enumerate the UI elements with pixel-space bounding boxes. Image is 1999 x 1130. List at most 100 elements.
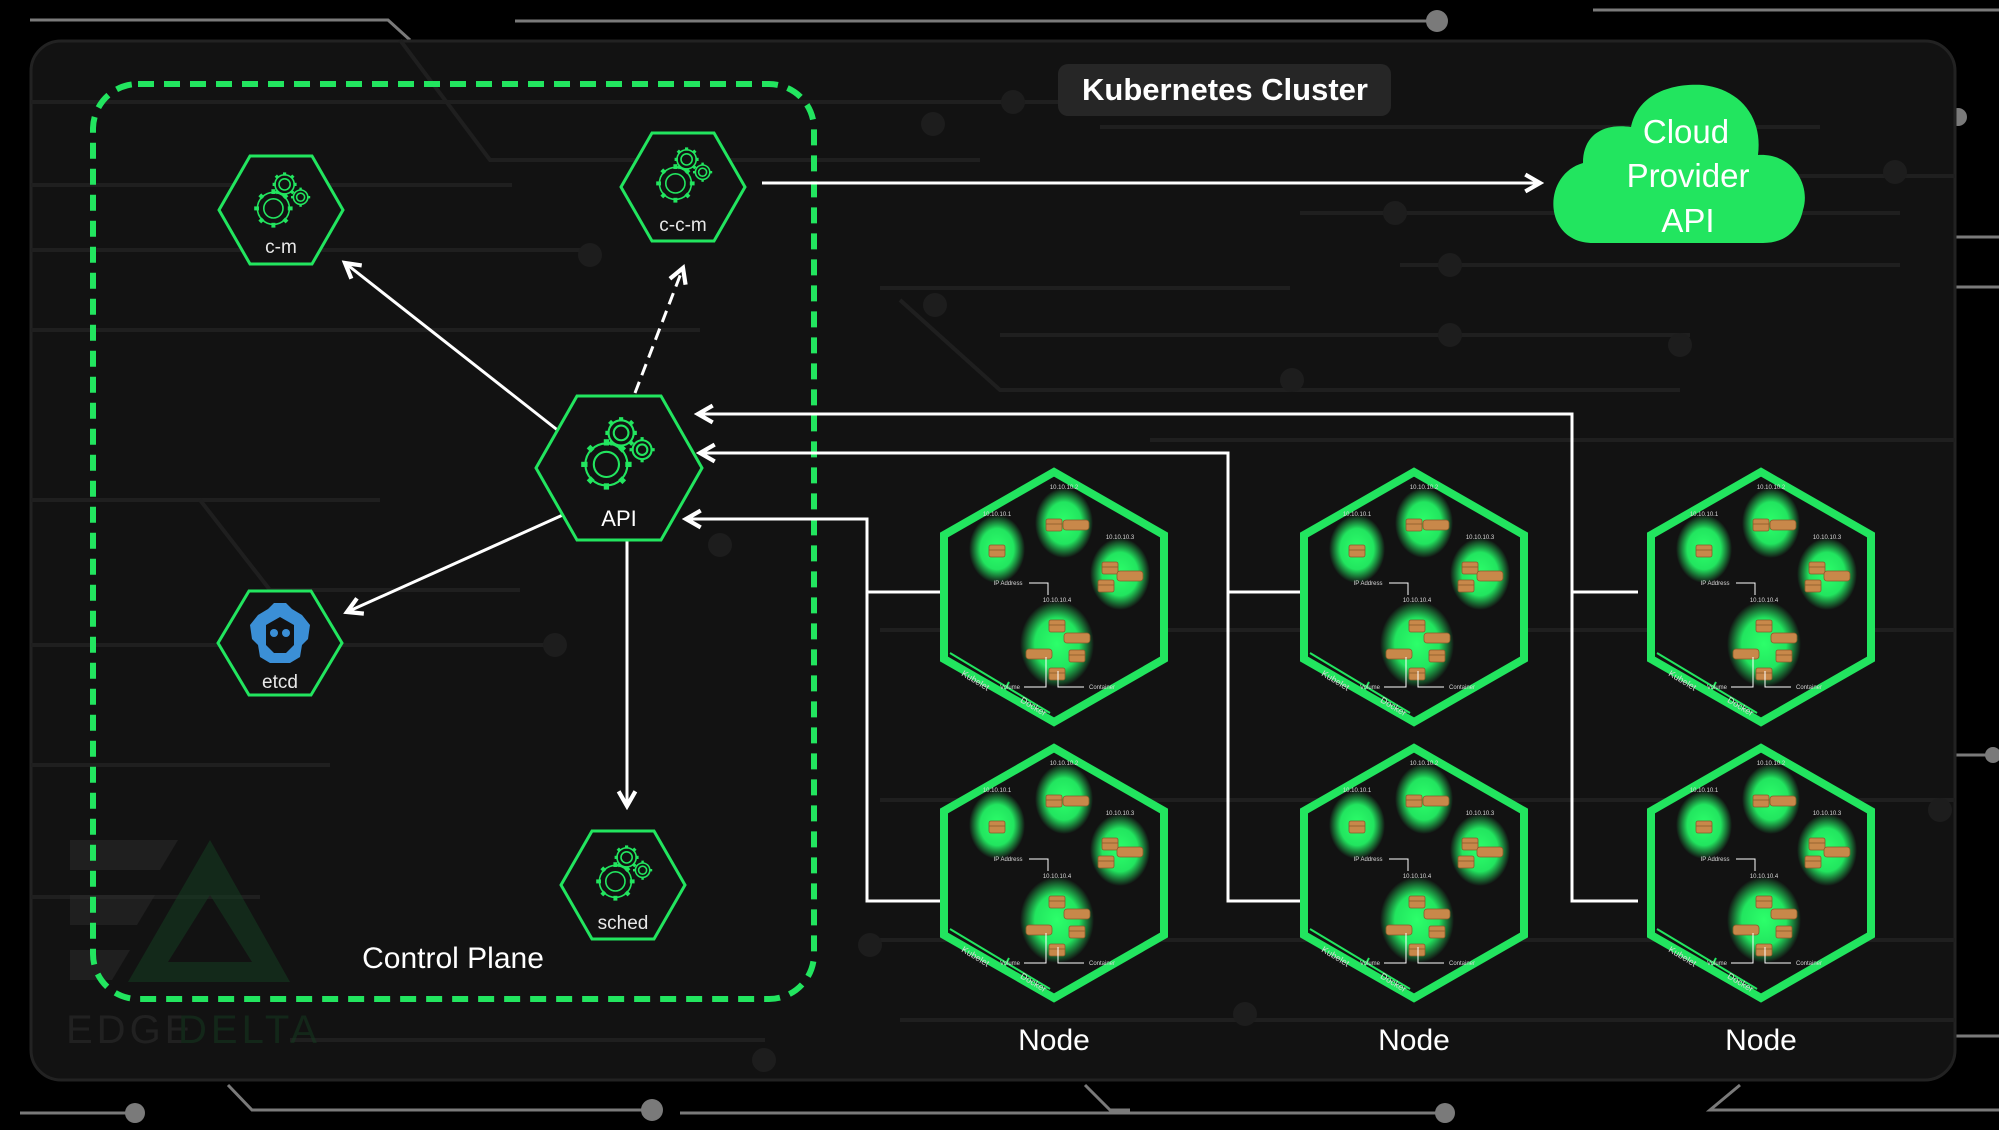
- pod: 10.10.10.3: [1797, 811, 1857, 886]
- container-icon: [1045, 794, 1063, 808]
- pod-ip-label: 10.10.10.4: [1750, 598, 1779, 604]
- arrow-api-to-ccm: [633, 268, 683, 394]
- kubelet-docker-divider: [1309, 652, 1411, 714]
- container-label: Container: [1089, 685, 1115, 691]
- component-ccm[interactable]: c-c-m: [619, 131, 747, 243]
- pod: 10.10.10.2: [1742, 485, 1800, 558]
- container-icon: [1101, 837, 1119, 851]
- pod: 10.10.10.2: [1742, 761, 1800, 834]
- pod: 10.10.10.1: [1329, 512, 1385, 583]
- pod-ip-label: 10.10.10.2: [1050, 485, 1079, 491]
- component-api-label: API: [601, 506, 636, 531]
- container-icon: [1348, 820, 1366, 834]
- container-icon: [1823, 570, 1851, 582]
- pod-ip-label: 10.10.10.2: [1757, 761, 1786, 767]
- container-icon: [1476, 846, 1504, 858]
- watermark-delta: DELTA: [178, 1008, 321, 1052]
- worker-node-c1-r1[interactable]: KubeletDocker10.10.10.110.10.10.210.10.1…: [940, 467, 1168, 727]
- container-icon: [1755, 943, 1773, 957]
- container-icon: [1752, 794, 1770, 808]
- pod-annotations: [1384, 582, 1444, 688]
- pod: 10.10.10.2: [1035, 761, 1093, 834]
- ip-address-label: IP Address: [1354, 857, 1383, 863]
- component-api[interactable]: API: [534, 394, 704, 542]
- pod-ip-label: 10.10.10.3: [1466, 811, 1495, 817]
- pod: 10.10.10.3: [1090, 535, 1150, 610]
- container-icon: [1062, 519, 1090, 531]
- container-icon: [1695, 820, 1713, 834]
- cloud-icon: [1553, 84, 1805, 243]
- cloud-label-line3: API: [1661, 202, 1714, 239]
- volume-label: Volume: [1707, 961, 1728, 967]
- container-icon: [1408, 895, 1426, 909]
- worker-node-c2-r2[interactable]: KubeletDocker10.10.10.110.10.10.210.10.1…: [1300, 743, 1528, 1003]
- worker-node-c2-r1[interactable]: KubeletDocker10.10.10.110.10.10.210.10.1…: [1300, 467, 1528, 727]
- container-icon: [1804, 855, 1822, 869]
- pod: 10.10.10.4: [1380, 598, 1454, 687]
- pod-ip-label: 10.10.10.1: [1690, 788, 1719, 794]
- pod-ip-label: 10.10.10.1: [1343, 512, 1372, 518]
- ip-address-label: IP Address: [1701, 581, 1730, 587]
- container-icon: [1063, 908, 1091, 920]
- cloud-provider-api[interactable]: Cloud Provider API: [1553, 84, 1805, 243]
- worker-node-c1-r2[interactable]: KubeletDocker10.10.10.110.10.10.210.10.1…: [940, 743, 1168, 1003]
- component-etcd-label: etcd: [262, 672, 298, 693]
- cloud-label-line1: Cloud: [1643, 113, 1729, 150]
- container-icon: [1048, 667, 1066, 681]
- pod: 10.10.10.4: [1020, 598, 1094, 687]
- pod: 10.10.10.4: [1020, 874, 1094, 963]
- pod: 10.10.10.1: [969, 512, 1025, 583]
- pod: 10.10.10.4: [1727, 598, 1801, 687]
- pod: 10.10.10.3: [1450, 811, 1510, 886]
- container-icon: [1385, 924, 1413, 936]
- container-icon: [1068, 925, 1086, 939]
- background-circuit-dots: [125, 10, 1999, 1123]
- pod-ip-label: 10.10.10.2: [1757, 485, 1786, 491]
- kubelet-docker-separator: [1001, 681, 1010, 696]
- worker-node-c3-r1[interactable]: KubeletDocker10.10.10.110.10.10.210.10.1…: [1647, 467, 1875, 727]
- pod-annotations: [1731, 582, 1791, 688]
- container-icon: [1385, 648, 1413, 660]
- component-sched[interactable]: sched: [559, 829, 687, 941]
- container-label: Container: [1089, 961, 1115, 967]
- pod-ip-label: 10.10.10.2: [1410, 485, 1439, 491]
- container-icon: [1823, 846, 1851, 858]
- control-plane-arrows: [345, 183, 1540, 806]
- container-icon: [1804, 579, 1822, 593]
- etcd-logo-icon: [250, 603, 310, 663]
- container-label: Container: [1796, 961, 1822, 967]
- component-etcd[interactable]: etcd: [216, 589, 344, 697]
- pod-ip-label: 10.10.10.2: [1410, 761, 1439, 767]
- connector-node-column-1: [686, 519, 942, 903]
- kubelet-docker-divider: [1656, 652, 1758, 714]
- pod-ip-label: 10.10.10.3: [1466, 535, 1495, 541]
- cloud-label-line2: Provider: [1627, 157, 1750, 194]
- kubelet-docker-separator: [1708, 957, 1717, 972]
- component-cm[interactable]: c-m: [217, 154, 345, 266]
- pod-annotations: [1731, 858, 1791, 964]
- container-icon: [1045, 518, 1063, 532]
- ip-address-label: IP Address: [994, 857, 1023, 863]
- pod: 10.10.10.1: [969, 788, 1025, 859]
- kubelet-docker-divider: [1309, 928, 1411, 990]
- container-icon: [1755, 619, 1773, 633]
- pod-glow: [1727, 877, 1801, 963]
- component-cm-label: c-m: [265, 237, 297, 258]
- pod-glow: [1380, 601, 1454, 687]
- container-icon: [1423, 908, 1451, 920]
- container-icon: [988, 820, 1006, 834]
- container-icon: [1428, 649, 1446, 663]
- container-icon: [1063, 632, 1091, 644]
- pod-ip-label: 10.10.10.3: [1106, 535, 1135, 541]
- pod-ip-label: 10.10.10.3: [1813, 811, 1842, 817]
- pod: 10.10.10.1: [1676, 512, 1732, 583]
- pod: 10.10.10.3: [1797, 535, 1857, 610]
- volume-label: Volume: [1360, 685, 1381, 691]
- pod-ip-label: 10.10.10.3: [1106, 811, 1135, 817]
- volume-label: Volume: [1000, 685, 1021, 691]
- pod-annotations: [1024, 582, 1084, 688]
- arrow-api-to-cm: [345, 263, 561, 434]
- kubelet-docker-separator: [1361, 681, 1370, 696]
